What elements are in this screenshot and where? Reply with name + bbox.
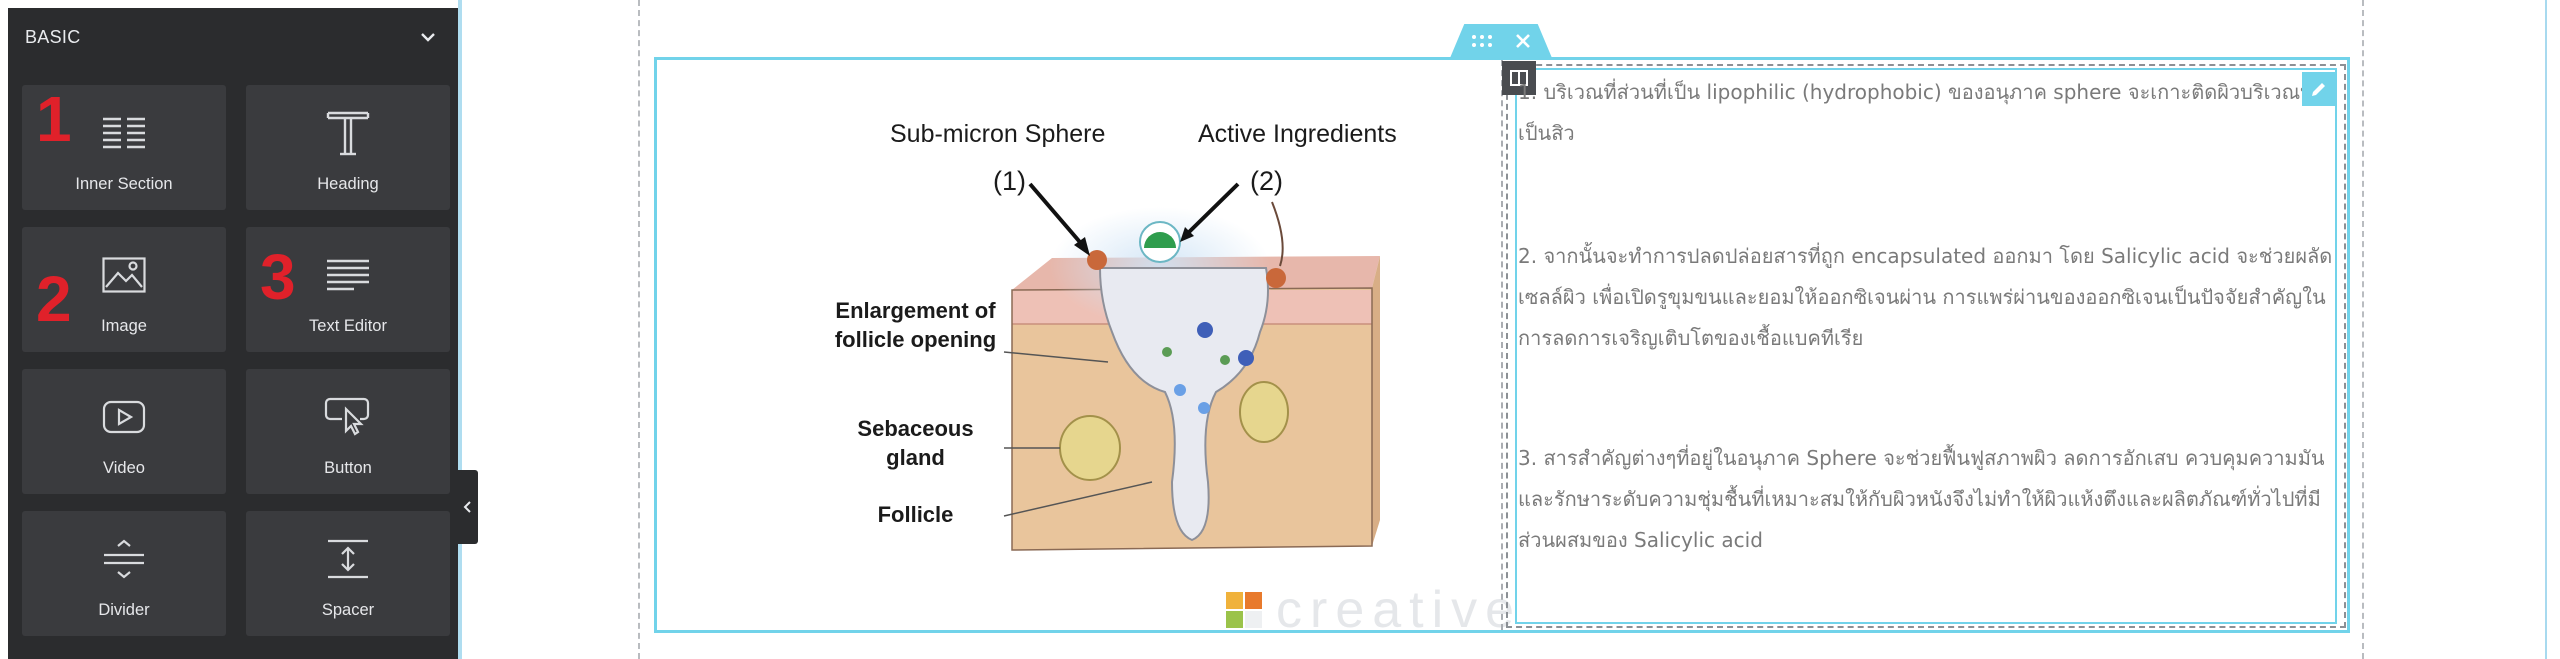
button-icon (324, 391, 372, 443)
widget-panel: BASIC 1 Inner Section (8, 8, 458, 659)
widget-heading[interactable]: Heading (246, 85, 450, 210)
column-layout-icon (1510, 70, 1528, 86)
badge-number: 1 (36, 83, 72, 155)
label-active-ingredients: Active Ingredients (1198, 120, 1397, 148)
section-outline[interactable] (654, 57, 2350, 633)
text-paragraph-2: 2. จากนั้นจะทำการปลดปล่อยสารที่ถูก encap… (1518, 236, 2338, 359)
image-icon (102, 249, 146, 301)
text-editor-icon (326, 249, 370, 301)
watermark: creative (1226, 580, 1522, 640)
text-editor-widget-outline[interactable] (1515, 68, 2337, 624)
drag-handle-icon[interactable] (1471, 34, 1493, 48)
widget-button[interactable]: Button (246, 369, 450, 494)
pencil-icon (2312, 83, 2325, 96)
close-icon[interactable] (1515, 33, 1531, 49)
widget-divider[interactable]: Divider (22, 511, 226, 636)
canvas-edge-line (2545, 0, 2547, 659)
divider-icon (102, 533, 146, 585)
widget-grid: 1 Inner Section (22, 85, 450, 636)
label-sebaceous-gland: Sebaceous gland (857, 416, 974, 470)
image-widget[interactable]: Sub-micron Sphere Active Ingredients (1)… (660, 62, 1514, 639)
widget-label: Video (103, 459, 145, 477)
widget-label: Inner Section (75, 175, 173, 193)
spacer-icon (326, 533, 370, 585)
widget-label: Heading (317, 175, 379, 193)
label-follicle: Follicle (877, 502, 954, 527)
label-marker-2: (2) (1250, 166, 1283, 196)
paragraph-text: 2. จากนั้นจะทำการปลดปล่อยสารที่ถูก encap… (1518, 244, 2333, 350)
category-title: BASIC (25, 26, 81, 47)
widget-label: Divider (98, 601, 150, 619)
widget-inner-section[interactable]: 1 Inner Section (22, 85, 226, 210)
widget-spacer[interactable]: Spacer (246, 511, 450, 636)
section-handle[interactable] (1450, 24, 1552, 58)
paragraph-text: 1. บริเวณที่ส่วนที่เป็น lipophilic (hydr… (1518, 80, 2314, 145)
column-handle[interactable] (1502, 61, 1536, 95)
widget-label: Text Editor (309, 317, 387, 335)
watermark-text: creative (1276, 581, 1523, 639)
panel-edge-line (458, 0, 462, 659)
widget-label: Button (324, 459, 372, 477)
badge-number: 3 (260, 241, 296, 313)
label-sub-micron-sphere: Sub-micron Sphere (890, 120, 1106, 148)
boxed-guide-left (638, 0, 640, 659)
widget-image[interactable]: 2 Image (22, 227, 226, 352)
skin-follicle-illustration (1003, 182, 1380, 551)
widget-text-editor[interactable]: 3 Text Editor (246, 227, 450, 352)
badge-number: 2 (36, 263, 72, 335)
column-divider (1501, 60, 1503, 630)
widget-label: Image (101, 317, 147, 335)
category-header-basic[interactable]: BASIC (8, 8, 458, 66)
label-marker-1: (1) (993, 166, 1026, 196)
paragraph-text: 3. สารสำคัญต่างๆที่อยู่ในอนุภาค Sphere จ… (1518, 446, 2325, 552)
watermark-logo-icon (1226, 592, 1262, 628)
heading-icon (326, 107, 370, 159)
widget-label: Spacer (321, 601, 375, 619)
text-paragraph-1: 1. บริเวณที่ส่วนที่เป็น lipophilic (hydr… (1518, 72, 2338, 154)
text-paragraph-3: 3. สารสำคัญต่างๆที่อยู่ในอนุภาค Sphere จ… (1518, 438, 2338, 561)
chevron-left-icon (463, 501, 471, 513)
video-icon (102, 391, 146, 443)
column-outline[interactable] (1506, 64, 2346, 628)
chevron-down-icon (421, 33, 435, 42)
widget-video[interactable]: Video (22, 369, 226, 494)
label-enlargement: Enlargement of follicle opening (834, 298, 997, 352)
panel-collapse-button[interactable] (458, 470, 478, 544)
edit-widget-button[interactable] (2302, 72, 2336, 106)
boxed-guide-right (2362, 0, 2364, 659)
inner-section-icon (102, 107, 146, 159)
